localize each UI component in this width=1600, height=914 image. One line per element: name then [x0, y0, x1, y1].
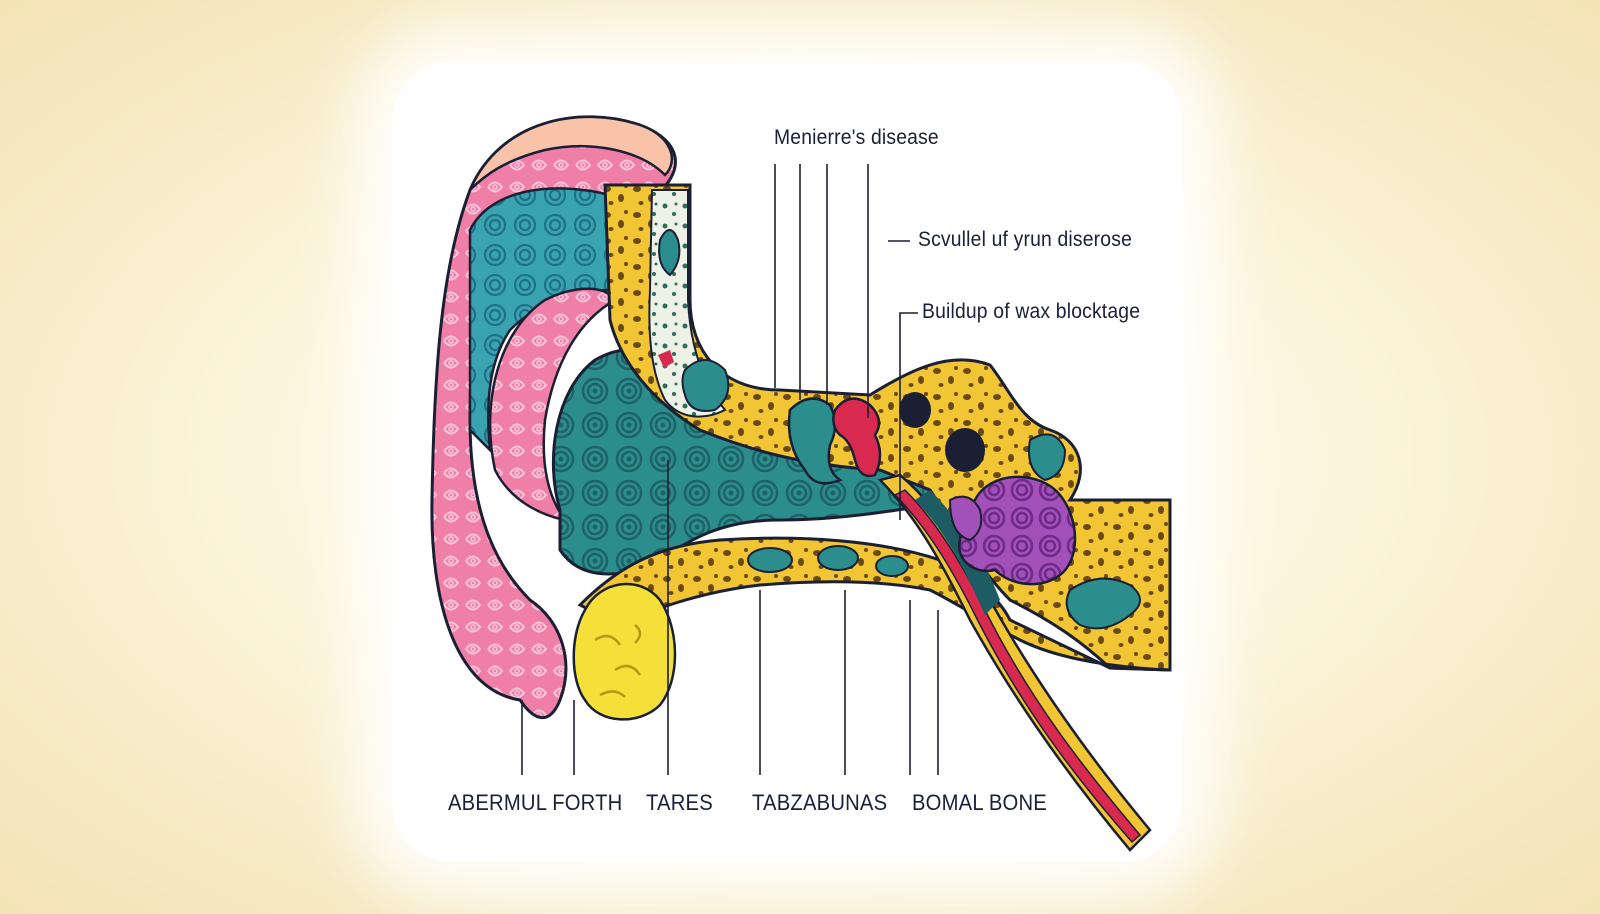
earwax-blockage — [572, 582, 677, 721]
bone-teal-lump-1 — [658, 229, 681, 277]
label-scvullel: Scvullel uf yrun diserose — [918, 228, 1133, 251]
label-bomal-bone: BOMAL BONE — [912, 790, 1047, 815]
bone-red-spot — [658, 350, 674, 368]
lower-bone-teal-2 — [817, 545, 859, 571]
label-tabzabunas: TABZABUNAS — [752, 790, 888, 815]
teal-nerve-right — [1028, 433, 1067, 482]
earwax-folds — [594, 624, 642, 698]
label-abermul-forth: ABERMUL FORTH — [448, 790, 623, 815]
pinna-rim — [468, 115, 674, 191]
vestibule — [948, 495, 983, 542]
eustachian-tube-dark — [915, 490, 1000, 615]
bone-cavity-2 — [945, 428, 985, 472]
bone-teal-lump-2 — [681, 359, 730, 412]
cochlea — [957, 475, 1077, 586]
lower-bone-teal-3 — [875, 555, 909, 577]
label-menieres-disease: Menierre's disease — [774, 126, 939, 149]
leader-line-buildup — [899, 312, 918, 520]
teal-bone-bottom — [1065, 577, 1141, 630]
lower-bone-teal-1 — [747, 547, 793, 573]
bone-cavity-1 — [899, 392, 931, 428]
label-buildup-wax: Buildup of wax blocktage — [922, 300, 1141, 323]
label-tares: TARES — [646, 790, 713, 815]
lower-temporal-bone — [577, 536, 1171, 672]
